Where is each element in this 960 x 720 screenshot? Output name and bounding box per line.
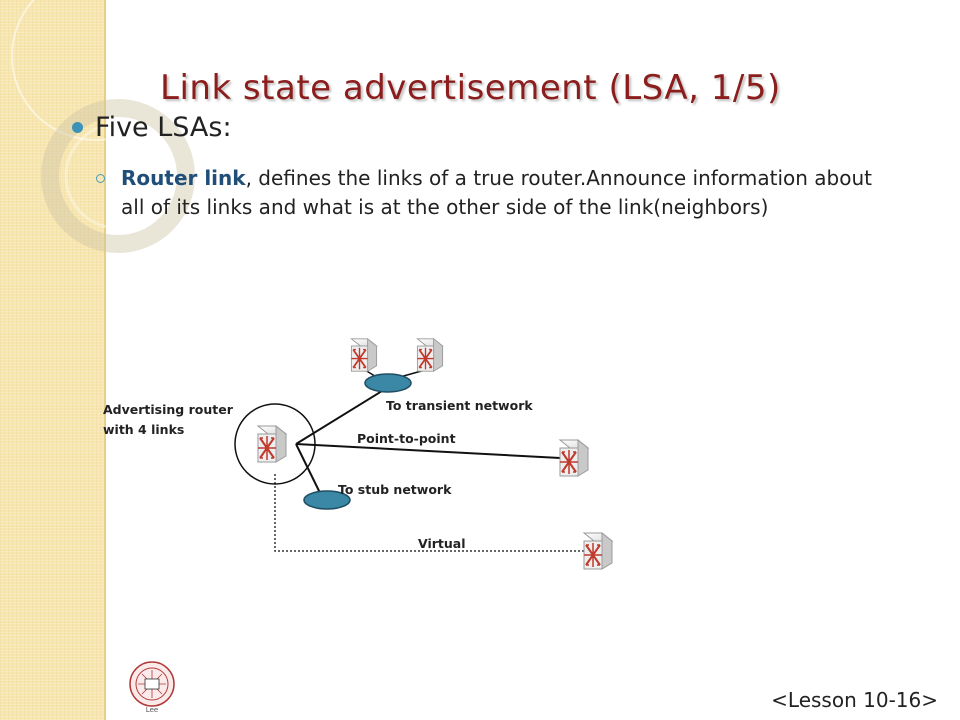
link-line-point-to-point <box>295 443 561 459</box>
circle-bullet-icon <box>96 174 105 183</box>
stub-network-label: To stub network <box>338 482 452 497</box>
virtual-link-label: Virtual <box>418 536 466 551</box>
virtual-router-icon <box>583 532 613 570</box>
seal-text: Lee <box>146 706 158 714</box>
lesson-footer: <Lesson 10-16> <box>771 688 938 712</box>
router-link-description: , defines the links of a true router.Ann… <box>121 166 872 219</box>
transient-network-ellipse <box>364 373 412 393</box>
university-seal-logo: Lee <box>129 661 175 714</box>
bullet-text: Five LSAs: <box>95 112 232 143</box>
bullet-dot-icon <box>72 122 83 133</box>
decorative-side-strip <box>0 0 106 720</box>
slide-title: Link state advertisement (LSA, 1/5) <box>160 68 781 108</box>
sub-bullet-router-link: Router link, defines the links of a true… <box>96 164 896 222</box>
router-link-term: Router link <box>121 166 246 190</box>
transient-network-label: To transient network <box>386 398 533 413</box>
sub-bullet-text: Router link, defines the links of a true… <box>121 164 896 222</box>
advertising-router-label-line2: with 4 links <box>103 422 184 437</box>
point-to-point-router-icon <box>559 439 589 477</box>
link-line-transient <box>295 382 396 445</box>
transient-router-left-icon <box>350 337 378 373</box>
point-to-point-label: Point-to-point <box>357 431 456 446</box>
transient-router-right-icon <box>416 337 444 373</box>
link-line-virtual <box>274 474 585 552</box>
decorative-rings <box>11 0 195 253</box>
advertising-router-icon <box>257 425 287 463</box>
bullet-five-lsas: Five LSAs: <box>72 112 232 143</box>
stub-network-ellipse <box>303 490 351 510</box>
advertising-router-label-line1: Advertising router <box>103 402 234 417</box>
link-line-stub <box>295 443 323 498</box>
advertising-router-circle <box>234 403 316 485</box>
